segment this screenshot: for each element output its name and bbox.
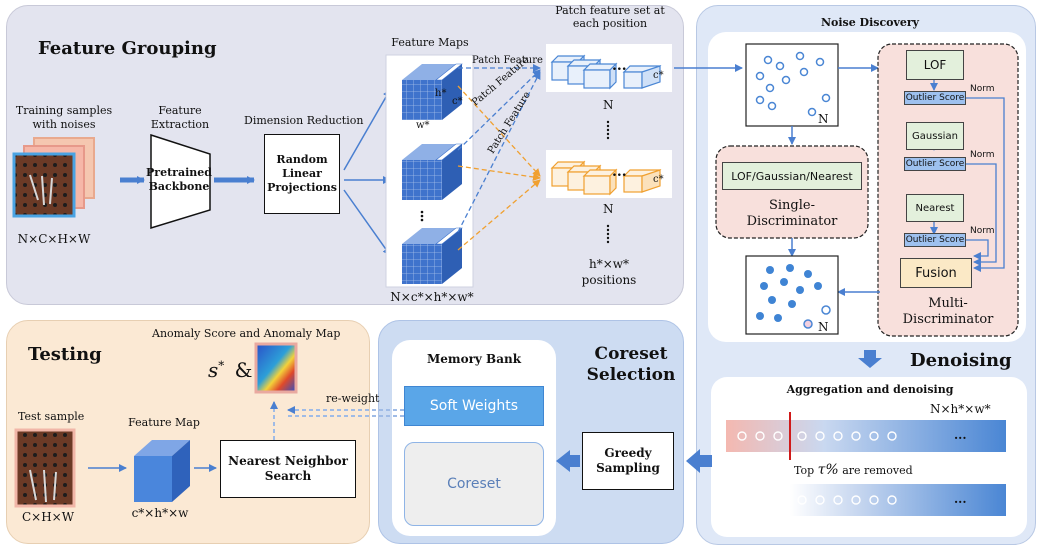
projections-label: Random Linear Projections [267,153,337,194]
norm-3: Norm [970,226,995,236]
outlier-score-2: Outlier Score [904,157,966,171]
feature-map-cube-2 [402,143,463,200]
anomaly-title: Anomaly Score and Anomaly Map [152,327,341,340]
noise-discovery-title: Noise Discovery [820,16,920,29]
n-top: N [818,112,829,126]
feature-map-cube-3 [402,227,463,284]
test-dims: C×H×W [21,510,75,524]
test-feature-map-label: Feature Map [128,416,200,429]
denoise-dims: N×h*×w* [930,402,991,416]
projections-box: Random Linear Projections [264,134,340,214]
multi-discriminator-caption: Multi- Discriminator [902,296,994,327]
nn-search-box: Nearest Neighbor Search [220,440,356,498]
test-fm-dims: c*×h*×w [131,506,189,520]
training-dims: N×C×H×W [17,232,91,246]
lof-box: LOF [906,50,964,80]
denoise-bar-1 [726,420,1006,452]
outlier-score-1: Outlier Score [904,91,966,105]
feature-map-cube-1 [402,63,463,120]
gaussian-box: Gaussian [906,122,964,150]
fm-c-label: c* [452,96,463,107]
backbone-shape [150,133,211,230]
patch-feature-label-1: Patch Feature [472,55,543,66]
anomaly-map [254,342,298,394]
positions-label: h*×w* positions [581,257,637,287]
reweight-label: re-weight [326,392,380,405]
greedy-sampling-box: Greedy Sampling [582,432,674,490]
tau-symbol: τ% [817,462,839,478]
norm-2: Norm [970,150,995,160]
outlier-score-3: Outlier Score [904,233,966,247]
test-sample-label: Test sample [18,410,85,423]
c-star-1: c* [653,70,664,81]
ellipsis-2: ... [612,164,627,180]
soft-weights-box: Soft Weights [404,386,544,426]
denoise-ellipsis-2: ... [954,492,967,506]
removed-label: Top τ% are removed [794,462,913,478]
coreset-box: Coreset [404,442,544,526]
training-samples-label: Training samples with noises [15,104,113,131]
single-discriminator-caption: Single- Discriminator [746,198,838,229]
testing-title: Testing [28,344,102,365]
fm-h-label: h* [435,88,447,99]
ellipsis-1: ... [612,58,627,74]
denoising-title: Denoising [910,350,1012,371]
feature-maps-dims: N×c*×h*×w* [390,290,474,304]
n-label-2: N [603,202,614,216]
coreset-title: Coreset Selection [586,344,676,385]
fm-w-label: w* [416,120,430,131]
norm-1: Norm [970,84,995,94]
single-discriminator-method: LOF/Gaussian/Nearest [722,162,862,190]
n-label-1: N [603,98,614,112]
feature-extraction-label: Feature Extraction [150,104,210,131]
feature-grouping-title: Feature Grouping [38,38,217,59]
training-samples-image [12,137,95,218]
n-bottom: N [818,320,829,334]
nearest-box: Nearest [906,194,964,222]
backbone-label: Pretrained Backbone [146,166,212,193]
multi-discriminator-box [877,43,1019,337]
test-feature-cube [134,440,190,502]
feature-maps-label: Feature Maps [391,36,469,49]
memory-bank-label: Memory Bank [426,352,522,366]
anomaly-score-symbol: s* & [208,358,253,382]
patch-set-title: Patch feature set at each position [555,4,665,30]
dimension-reduction-label: Dimension Reduction [244,114,364,127]
denoise-ellipsis-1: ... [954,428,967,442]
aggregation-label: Aggregation and denoising [786,383,954,396]
c-star-2: c* [653,174,664,185]
fusion-box: Fusion [900,258,972,288]
denoise-bar-2 [790,484,1006,516]
